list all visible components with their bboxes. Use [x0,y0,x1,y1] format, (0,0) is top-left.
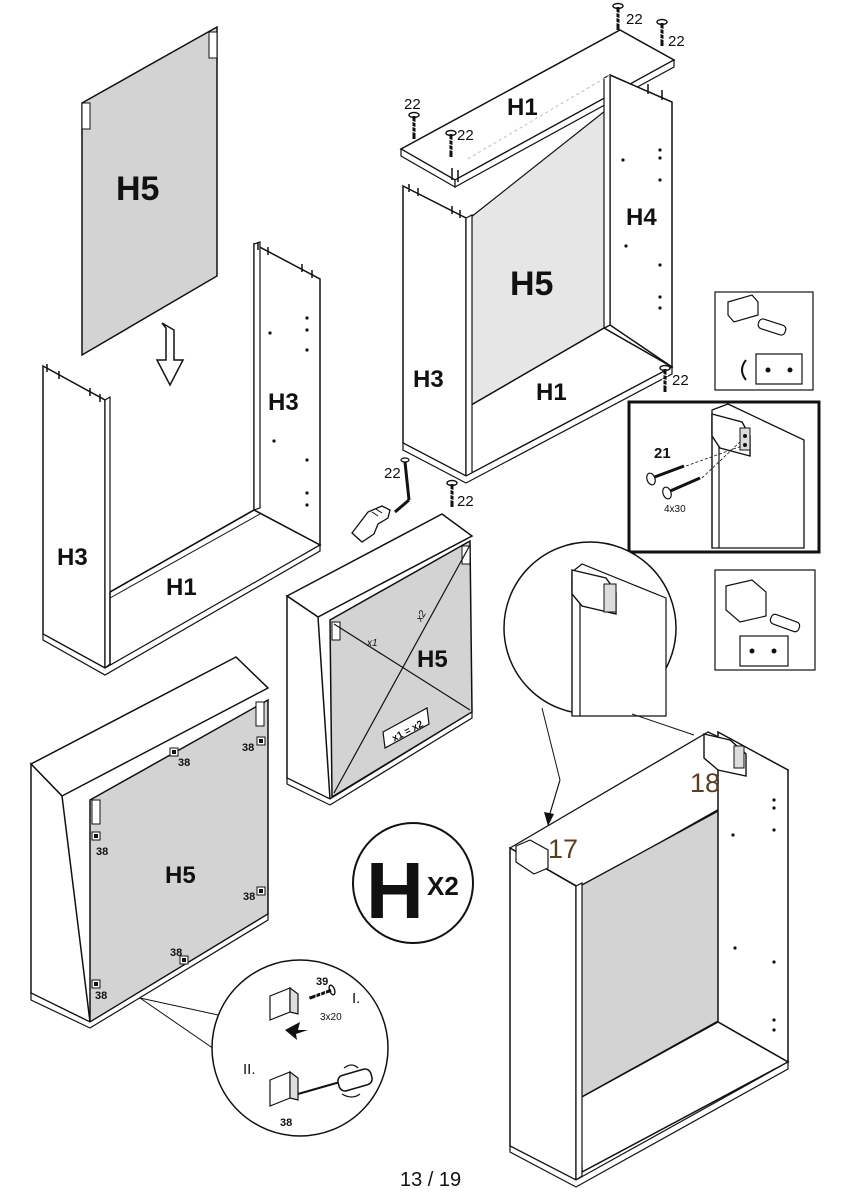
part-38-label-e: 38 [170,947,182,959]
quantity-count: X2 [427,871,459,901]
panel-label-h3-carcass: H3 [413,366,444,393]
bracket-mount-icon [269,982,338,1040]
panel-label-h3-right: H3 [268,389,299,416]
hinge-detail-main: 21 4x30 [627,400,821,554]
hand-icon [351,505,391,543]
part-38-label-a: 38 [178,757,190,769]
cabinet-open-hinge-view [508,730,790,1188]
part-38-label-callout: 38 [280,1117,292,1129]
panel-label-h1-bottom: H1 [166,574,197,601]
part-22-label-g: 22 [457,493,474,510]
part-22-label-b: 22 [668,33,685,50]
part-21-label: 21 [654,445,671,462]
quantity-badge: H X2 [352,822,474,944]
cabinet-back-view: 38 38 38 38 38 38 H5 [29,656,270,1029]
hinge-detail-top [714,291,814,391]
part-39-label: 39 [316,976,328,988]
cabinet-diagonal-check: x1 x2 H5 x1 = x2 [285,513,474,806]
step-i-label: I. [352,990,360,1007]
magnifier-callout-icon [503,541,695,826]
screw-icon [646,439,743,500]
part-22-label-a: 22 [626,11,643,28]
part-22-label-e: 22 [672,372,689,389]
part-22-label-c: 22 [404,96,421,113]
down-arrow-icon [155,322,185,387]
part-17-label: 17 [548,834,578,864]
open-frame-h3-h3-h1: H3 H3 H1 [42,241,322,676]
diagonal-x1-label: x1 [366,638,378,649]
panel-label-h5-carcass: H5 [510,265,553,303]
panel-label-h1-carcass: H1 [536,379,567,406]
panel-label-h5-back: H5 [165,862,196,889]
part-38-label-d: 38 [243,891,255,903]
hinge-bracket-icon [711,413,751,457]
part-22-label-d: 22 [457,127,474,144]
screwdriver-icon [269,1064,373,1107]
quantity-letter: H [366,846,424,935]
panel-label-h1-top: H1 [507,94,538,121]
carcass-with-top: H1 H5 H4 H3 H1 [399,29,676,484]
panel-label-h4: H4 [626,204,657,231]
hinge-detail-bottom [714,569,816,671]
hex-key-icon [394,457,411,514]
panel-label-h5-diagonal: H5 [417,646,448,673]
part-18-label: 18 [690,768,720,798]
h5-back-panel-floating: H5 [81,25,218,357]
panel-label-h3-left: H3 [57,544,88,571]
step-ii-label: II. [243,1061,256,1078]
part-38-label-c: 38 [96,846,108,858]
page-number: 13 / 19 [400,1169,461,1191]
part-38-label-f: 38 [95,990,107,1002]
part-22-label-f: 22 [384,465,401,482]
part-38-label-b: 38 [242,742,254,754]
diagonal-x2-label: x2 [414,609,430,625]
size-3x20-label: 3x20 [320,1012,342,1023]
size-4x30-label: 4x30 [664,504,686,515]
magnifier-callout-icon: 39 3x20 I. II. 38 [139,959,389,1137]
panel-label-h5-top: H5 [116,170,159,208]
